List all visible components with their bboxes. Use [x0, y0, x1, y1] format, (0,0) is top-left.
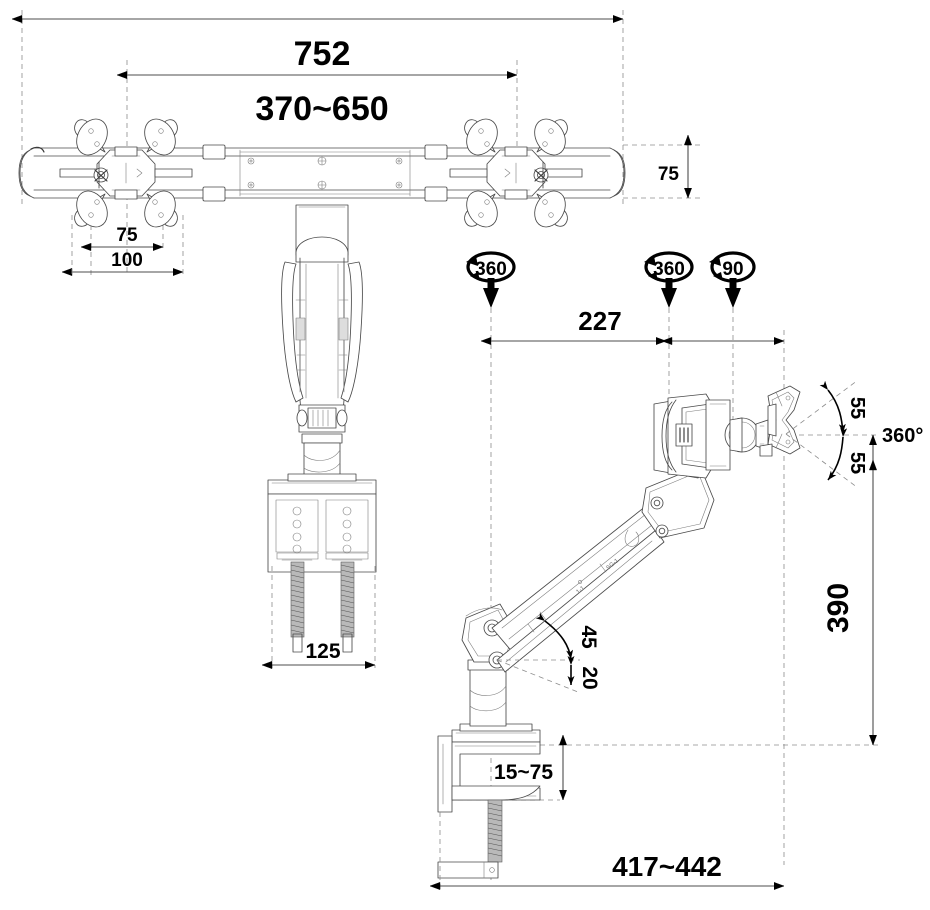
dim-label-125: 125	[305, 640, 340, 663]
dim-label-depth-75: 75	[658, 164, 680, 185]
vesa-pad-r-left-top	[464, 118, 498, 156]
dim-tilt-angles: 55 55 360°	[785, 379, 923, 489]
vesa-pad-r-right-bottom	[534, 190, 568, 228]
side-view-arm: 1-1 SG-1	[437, 251, 923, 890]
monitor-head-assembly	[653, 385, 801, 479]
dim-label-390: 390	[822, 583, 855, 633]
rotation-symbol-joint-360: 360	[644, 251, 694, 308]
vesa-pad-left-bottom	[74, 190, 108, 228]
rotation-symbol-head-90: 90	[709, 251, 756, 308]
front-view-column: 125	[267, 204, 377, 668]
column-base-plate	[267, 473, 377, 495]
column-gas-spring-body	[281, 257, 363, 421]
rot-label-joint-360: 360	[653, 259, 685, 280]
clamp-screws-front	[290, 561, 355, 653]
clamp-screw-right	[340, 561, 355, 653]
clamp-screw-left	[290, 561, 305, 653]
dim-height-390: 390	[822, 470, 873, 745]
dim-label-vesa-75: 75	[116, 225, 138, 246]
dim-overall-width-752: 752	[22, 19, 623, 73]
column-lower-post	[301, 433, 343, 479]
dim-arm-reach-227: 227	[491, 306, 784, 341]
arm-engraving-a: 1-1	[575, 585, 586, 596]
vesa-bracket-side	[767, 385, 801, 455]
rot-label-base-360: 360	[475, 259, 507, 280]
vesa-pad-left-top	[74, 118, 108, 156]
rot-label-head-90: 90	[722, 259, 743, 280]
rotation-symbol-base-360: 360	[466, 251, 516, 308]
vesa-pad-r-left-bottom	[464, 190, 498, 228]
desk-clamp-front	[267, 493, 377, 573]
crossbar-slider-collars	[202, 144, 448, 202]
right-tilt-knob	[533, 161, 549, 189]
dim-arm-angles: 45 20	[496, 612, 601, 693]
dim-total-depth-417-442: 417~442	[440, 812, 784, 890]
dim-label-tilt-up-55: 55	[846, 397, 868, 419]
dim-label-45: 45	[577, 625, 600, 649]
dim-label-370-650: 370~650	[255, 90, 388, 128]
top-view-crossbar: 752 370~650 75 100 75	[19, 10, 700, 275]
dim-label-15-75: 15~75	[494, 761, 553, 784]
right-monitor-mount-cluster	[449, 118, 583, 228]
dim-crossbar-depth-75: 75	[658, 145, 688, 198]
dim-label-417-442: 417~442	[612, 851, 722, 882]
dim-label-tilt-down-55: 55	[846, 452, 868, 474]
dim-label-227: 227	[578, 306, 621, 336]
crossbar-plate-screws	[247, 156, 403, 190]
dim-label-vesa-100: 100	[111, 250, 143, 271]
column-tilt-hub	[296, 404, 348, 433]
dim-monitor-spacing-370-650: 370~650	[127, 75, 517, 128]
dim-desk-thickness-15-75: 15~75	[494, 745, 563, 800]
dim-base-width-125: 125	[272, 566, 375, 668]
left-monitor-mount-cluster	[59, 118, 193, 228]
column-upper-cylinder	[295, 204, 349, 263]
vesa-pad-right-bottom	[144, 190, 178, 228]
dim-label-752: 752	[294, 35, 351, 73]
tension-sliders	[295, 299, 349, 393]
vesa-pad-right-top	[144, 118, 178, 156]
dim-vesa-75: 75	[91, 225, 163, 247]
dim-vesa-100: 100	[72, 215, 183, 275]
vesa-pad-r-right-top	[534, 118, 568, 156]
dim-label-rotate-360: 360°	[882, 425, 923, 447]
desk-clamp-side	[437, 723, 541, 879]
arm-vertical-post	[467, 659, 509, 727]
left-tilt-knob	[93, 161, 109, 189]
dim-label-20: 20	[578, 666, 601, 689]
